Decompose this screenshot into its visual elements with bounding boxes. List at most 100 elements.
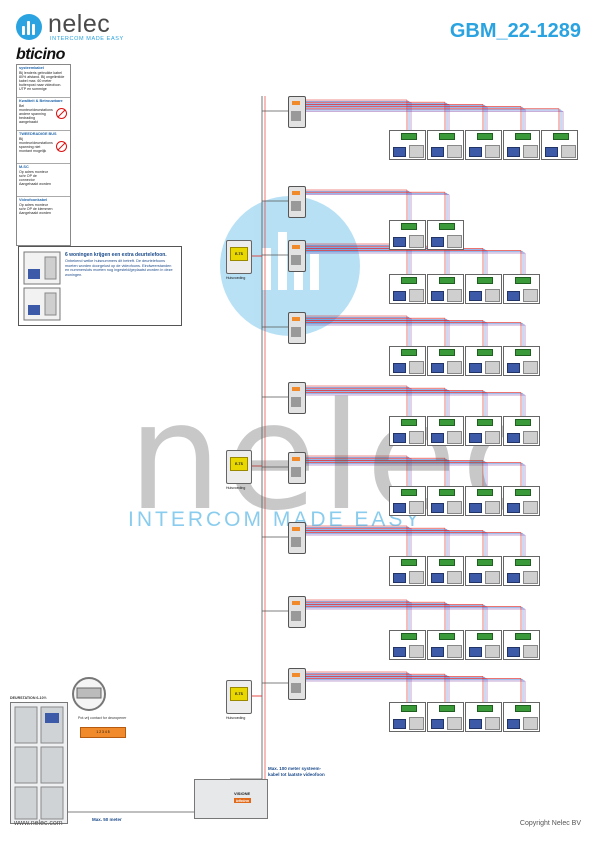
- terminal-block-icon: [439, 419, 455, 426]
- cable-note-main: Max. 50 meter: [92, 817, 122, 822]
- info-box: 6 woningen krijgen een extra deurtelefoo…: [18, 246, 182, 326]
- info-title: 6 woningen krijgen een extra deurtelefoo…: [65, 252, 167, 258]
- terminal-block-icon: [477, 559, 493, 566]
- cable-note-riser-line2: kabel tot laatste videofoon: [268, 771, 325, 777]
- video-screen-icon: [431, 503, 444, 513]
- video-screen-icon: [507, 363, 520, 373]
- legend-item-videophone-cable: Videofoonkabel Op adres monteur schr OP …: [17, 197, 70, 229]
- video-screen-icon: [469, 719, 482, 729]
- handset-panel-icon: [447, 145, 462, 158]
- legend-item-title: TWEEDRADIGE BUS: [19, 132, 57, 136]
- legend-item-msc: M-SC Op adres monteur schr OP de connect…: [17, 164, 70, 197]
- handset-panel-icon: [409, 145, 424, 158]
- handset-panel-icon: [447, 235, 462, 248]
- apartment-videophone: [389, 274, 426, 304]
- contact-terminal: 1 2 3 4 5: [80, 727, 126, 738]
- handset-panel-icon: [409, 645, 424, 658]
- footer-url: www.nelec.com: [14, 820, 63, 827]
- video-screen-icon: [431, 147, 444, 157]
- videophone-pair-icon: [23, 251, 61, 321]
- terminal-block-icon: [439, 277, 455, 284]
- terminal-block-icon: [401, 559, 417, 566]
- legend-item-text: Op adres monteur schr OP de klemmen Aang…: [19, 203, 53, 215]
- apartment-videophone: [503, 630, 540, 660]
- terminal-block-icon: [439, 705, 455, 712]
- handset-panel-icon: [409, 361, 424, 374]
- apartment-videophone: [389, 220, 426, 250]
- terminal-block-icon: [401, 489, 417, 496]
- apartment-videophone: [389, 130, 426, 160]
- apartment-videophone: [541, 130, 578, 160]
- apartment-videophone: [389, 556, 426, 586]
- terminal-block-icon: [477, 133, 493, 140]
- video-screen-icon: [393, 291, 406, 301]
- apartment-videophone: [427, 416, 464, 446]
- handset-panel-icon: [447, 571, 462, 584]
- terminal-block-icon: [553, 133, 569, 140]
- subbrand-logo: bticino: [16, 46, 65, 63]
- handset-panel-icon: [485, 501, 500, 514]
- terminal-block-icon: [515, 489, 531, 496]
- info-body: Onbekend welke huisnummers dit betreft. …: [65, 259, 173, 277]
- handset-panel-icon: [523, 289, 538, 302]
- video-screen-icon: [393, 433, 406, 443]
- handset-panel-icon: [485, 289, 500, 302]
- handset-panel-icon: [447, 717, 462, 730]
- prohibited-icon: [56, 108, 67, 119]
- handset-panel-icon: [523, 645, 538, 658]
- terminal-block-icon: [515, 419, 531, 426]
- video-screen-icon: [507, 573, 520, 583]
- handset-panel-icon: [447, 431, 462, 444]
- handset-panel-icon: [523, 717, 538, 730]
- handset-panel-icon: [523, 361, 538, 374]
- video-screen-icon: [469, 647, 482, 657]
- handset-panel-icon: [409, 717, 424, 730]
- apartment-videophone: [427, 556, 464, 586]
- handset-panel-icon: [485, 717, 500, 730]
- video-screen-icon: [393, 573, 406, 583]
- legend-item-text: Bij monteur/deurstations spanning niet m…: [19, 137, 53, 153]
- controller-label: VISIONE: [234, 791, 251, 796]
- apartment-videophone: [389, 346, 426, 376]
- apartment-videophone: [503, 702, 540, 732]
- power-supply: E-TS: [226, 450, 252, 484]
- terminal-block-icon: [401, 705, 417, 712]
- terminal-block-icon: [477, 705, 493, 712]
- floor-distributor: [288, 382, 306, 414]
- terminal-block-icon: [477, 349, 493, 356]
- apartment-videophone: [427, 274, 464, 304]
- video-screen-icon: [507, 647, 520, 657]
- power-supply-face: E-TS: [230, 687, 248, 701]
- video-screen-icon: [431, 719, 444, 729]
- handset-panel-icon: [561, 145, 576, 158]
- video-screen-icon: [431, 237, 444, 247]
- handset-panel-icon: [409, 501, 424, 514]
- terminal-block-icon: [401, 633, 417, 640]
- handset-panel-icon: [485, 645, 500, 658]
- video-screen-icon: [507, 147, 520, 157]
- terminal-block-icon: [439, 223, 455, 230]
- terminal-block-icon: [515, 277, 531, 284]
- video-screen-icon: [507, 433, 520, 443]
- terminal-block-icon: [439, 133, 455, 140]
- apartment-videophone: [465, 702, 502, 732]
- floor-distributor: [288, 596, 306, 628]
- handset-panel-icon: [485, 361, 500, 374]
- terminal-block-icon: [401, 349, 417, 356]
- terminal-block-icon: [401, 419, 417, 426]
- apartment-videophone: [465, 486, 502, 516]
- contact-label: Pot-vrij contact for deuropener: [78, 716, 127, 720]
- prohibited-icon: [56, 141, 67, 152]
- video-screen-icon: [469, 291, 482, 301]
- handset-panel-icon: [447, 501, 462, 514]
- terminal-block-icon: [439, 489, 455, 496]
- apartment-videophone: [389, 486, 426, 516]
- model-code: GBM_22-1289: [449, 20, 581, 42]
- handset-panel-icon: [523, 571, 538, 584]
- apartment-videophone: [503, 346, 540, 376]
- handset-panel-icon: [409, 235, 424, 248]
- terminal-block-icon: [477, 419, 493, 426]
- apartment-videophone: [503, 416, 540, 446]
- video-screen-icon: [545, 147, 558, 157]
- apartment-videophone: [465, 274, 502, 304]
